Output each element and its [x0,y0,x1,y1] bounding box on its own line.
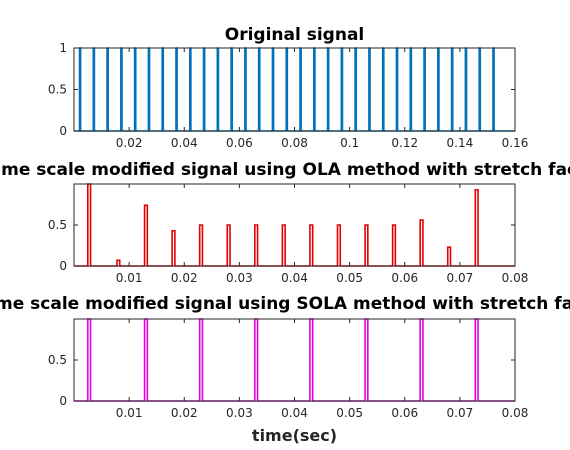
x-tick-label: 0.01 [116,406,143,420]
x-tick-label: 0.02 [116,136,143,150]
x-tick-label: 0.05 [336,406,363,420]
axes-frame [73,318,516,402]
x-tick-label: 0.06 [391,271,418,285]
y-tick-label: 0.5 [48,218,67,232]
signal-line [74,47,515,132]
axes-frame [73,47,516,132]
x-tick-label: 0.04 [281,406,308,420]
x-tick-label: 0.04 [281,271,308,285]
x-tick-label: 0.08 [502,406,529,420]
x-tick-label: 0.04 [171,136,198,150]
x-tick-label: 0.14 [447,136,474,150]
axes-frame [73,183,516,267]
x-tick-label: 0.08 [281,136,308,150]
subplot-sola-signal: Time scale modified signal using SOLA me… [0,294,570,445]
subplot-title: Original signal [225,25,365,45]
y-tick-label: 1 [59,41,67,55]
y-tick-label: 0 [59,124,67,138]
x-tick-label: 0.12 [391,136,418,150]
x-tick-label: 0.03 [226,406,253,420]
signal-line [74,318,515,402]
subplot-ola-signal: Time scale modified signal using OLA met… [0,160,570,285]
y-tick-label: 0.5 [48,353,67,367]
signal-line [74,183,515,267]
x-tick-label: 0.01 [116,271,143,285]
x-tick-label: 0.1 [340,136,359,150]
x-tick-label: 0.02 [171,271,198,285]
x-tick-label: 0.03 [226,271,253,285]
x-tick-label: 0.16 [502,136,529,150]
subplot-title: Time scale modified signal using SOLA me… [0,294,570,314]
y-tick-label: 0.5 [48,83,67,97]
x-tick-label: 0.07 [447,406,474,420]
x-tick-label: 0.02 [171,406,198,420]
x-tick-label: 0.06 [226,136,253,150]
subplot-original-signal: Original signal 0.02 0.04 0.06 0.08 0.1 0.12 0.… [48,25,528,150]
x-tick-label: 0.08 [502,271,529,285]
x-tick-label: 0.07 [447,271,474,285]
x-tick-label: 0.06 [391,406,418,420]
x-tick-label: 0.05 [336,271,363,285]
x-axis-label: time(sec) [252,426,337,445]
subplot-title: Time scale modified signal using OLA met… [0,160,570,180]
y-tick-label: 0 [59,394,67,408]
y-tick-label: 0 [59,259,67,273]
